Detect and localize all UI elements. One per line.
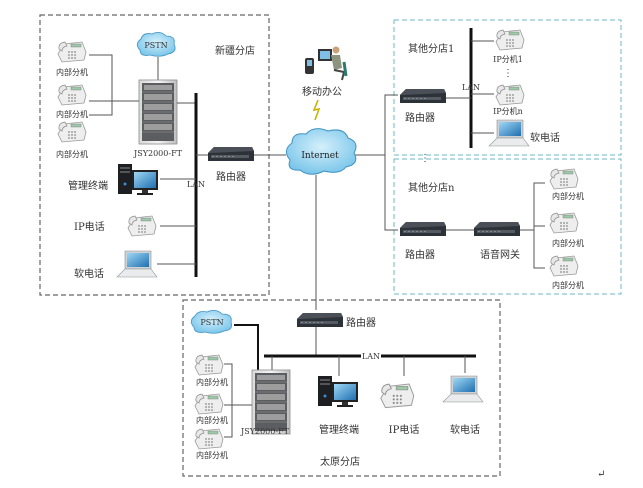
branch1-ip-ext-1-label: IP分机1 bbox=[493, 54, 523, 64]
xinjiang-pbx-icon bbox=[138, 79, 178, 145]
taiyuan-softphone-label: 软电话 bbox=[450, 423, 480, 436]
taiyuan-extension-label-3: 内部分机 bbox=[196, 450, 228, 460]
taiyuan-pstn-label: PSTN bbox=[200, 318, 223, 327]
branchn-extension-phone-2-icon bbox=[549, 212, 579, 234]
xinjiang-extension-phone-3-icon bbox=[57, 121, 87, 143]
branch1-lan-label: LAN bbox=[462, 83, 480, 92]
mobile-office-icon bbox=[305, 46, 348, 81]
internet-cloud: Internet bbox=[286, 128, 357, 175]
branchn-voice-gateway-label: 语音网关 bbox=[480, 248, 520, 261]
internet-label: Internet bbox=[301, 151, 339, 161]
taiyuan-pstn-cloud: PSTN bbox=[190, 310, 233, 334]
xinjiang-extension-label-1: 内部分机 bbox=[56, 67, 88, 77]
wan-links bbox=[254, 94, 398, 310]
branchn-title: 其他分店n bbox=[408, 181, 455, 194]
branch1-ext-ellipsis: ⋮ bbox=[503, 68, 513, 79]
taiyuan-softphone-laptop-icon bbox=[442, 375, 484, 403]
branch1-boundary bbox=[393, 19, 622, 156]
xinjiang-branch-title: 新疆分店 bbox=[215, 44, 255, 57]
xinjiang-softphone-laptop-icon bbox=[116, 250, 158, 278]
taiyuan-extension-label-2: 内部分机 bbox=[196, 415, 228, 425]
taiyuan-mgmt-terminal-label: 管理终端 bbox=[319, 423, 359, 436]
xinjiang-mgmt-terminal-label: 管理终端 bbox=[68, 179, 108, 192]
xinjiang-router-label: 路由器 bbox=[216, 170, 246, 183]
taiyuan-branch-boundary bbox=[182, 299, 501, 477]
taiyuan-router-icon bbox=[297, 313, 343, 327]
taiyuan-branch-title: 太原分店 bbox=[320, 455, 360, 468]
branch1-router-icon bbox=[400, 89, 446, 103]
taiyuan-router-label: 路由器 bbox=[346, 316, 376, 329]
branchn-voice-gateway-icon bbox=[474, 222, 520, 236]
branch1-softphone-label: 软电话 bbox=[530, 131, 560, 144]
xinjiang-router-icon bbox=[208, 147, 254, 161]
xinjiang-mgmt-terminal-icon bbox=[118, 164, 158, 195]
taiyuan-mgmt-terminal-icon bbox=[318, 376, 358, 407]
branchn-extension-label-1: 内部分机 bbox=[552, 191, 584, 201]
branch-ellipsis: ⋮ bbox=[420, 153, 430, 164]
branchn-extension-phone-1-icon bbox=[549, 168, 579, 190]
xinjiang-pbx-label: JSY2000-FT bbox=[133, 149, 183, 158]
taiyuan-pbx-icon bbox=[251, 369, 291, 435]
xinjiang-pstn-label: PSTN bbox=[144, 41, 167, 50]
branchn-extension-label-3: 内部分机 bbox=[552, 280, 584, 290]
branchn-extension-phone-3-icon bbox=[549, 255, 579, 277]
branch1-router-label: 路由器 bbox=[405, 111, 435, 124]
taiyuan-pbx-label: JSY2000-FT bbox=[240, 427, 290, 436]
xinjiang-extension-label-2: 内部分机 bbox=[56, 109, 88, 119]
xinjiang-ip-phone-icon bbox=[127, 215, 157, 237]
xinjiang-pstn-cloud: PSTN bbox=[136, 32, 176, 57]
xinjiang-extension-phone-1-icon bbox=[57, 41, 87, 63]
xinjiang-ip-phone-label: IP电话 bbox=[74, 220, 105, 233]
mobile-office-label: 移动办公 bbox=[302, 85, 342, 98]
taiyuan-extension-phone-1-icon bbox=[194, 354, 224, 376]
taiyuan-extension-phone-2-icon bbox=[194, 393, 224, 415]
branchn-router-label: 路由器 bbox=[405, 248, 435, 261]
branch1-ip-ext-n-label: IP分机n bbox=[493, 106, 523, 116]
branchn-boundary bbox=[393, 158, 622, 295]
branch1-softphone-laptop-icon bbox=[488, 119, 530, 147]
xinjiang-softphone-label: 软电话 bbox=[74, 267, 104, 280]
branchn-router-icon bbox=[400, 222, 446, 236]
wireless-link-icon bbox=[312, 99, 321, 121]
xinjiang-extension-phone-2-icon bbox=[57, 84, 87, 106]
taiyuan-extension-phone-3-icon bbox=[194, 428, 224, 450]
taiyuan-ip-phone-label: IP电话 bbox=[389, 423, 420, 436]
paragraph-mark: ↵ bbox=[597, 469, 605, 480]
branchn-extension-label-2: 内部分机 bbox=[552, 238, 584, 248]
branch1-title: 其他分店1 bbox=[408, 42, 454, 55]
xinjiang-extension-label-3: 内部分机 bbox=[56, 149, 88, 159]
xinjiang-lan-label: LAN bbox=[187, 180, 205, 189]
branch1-ip-ext-n-icon bbox=[495, 84, 525, 106]
taiyuan-extension-label-1: 内部分机 bbox=[196, 377, 228, 387]
taiyuan-ip-phone-icon bbox=[380, 383, 415, 409]
taiyuan-lan-label: LAN bbox=[362, 352, 380, 361]
branch1-ip-ext-1-icon bbox=[495, 29, 525, 51]
